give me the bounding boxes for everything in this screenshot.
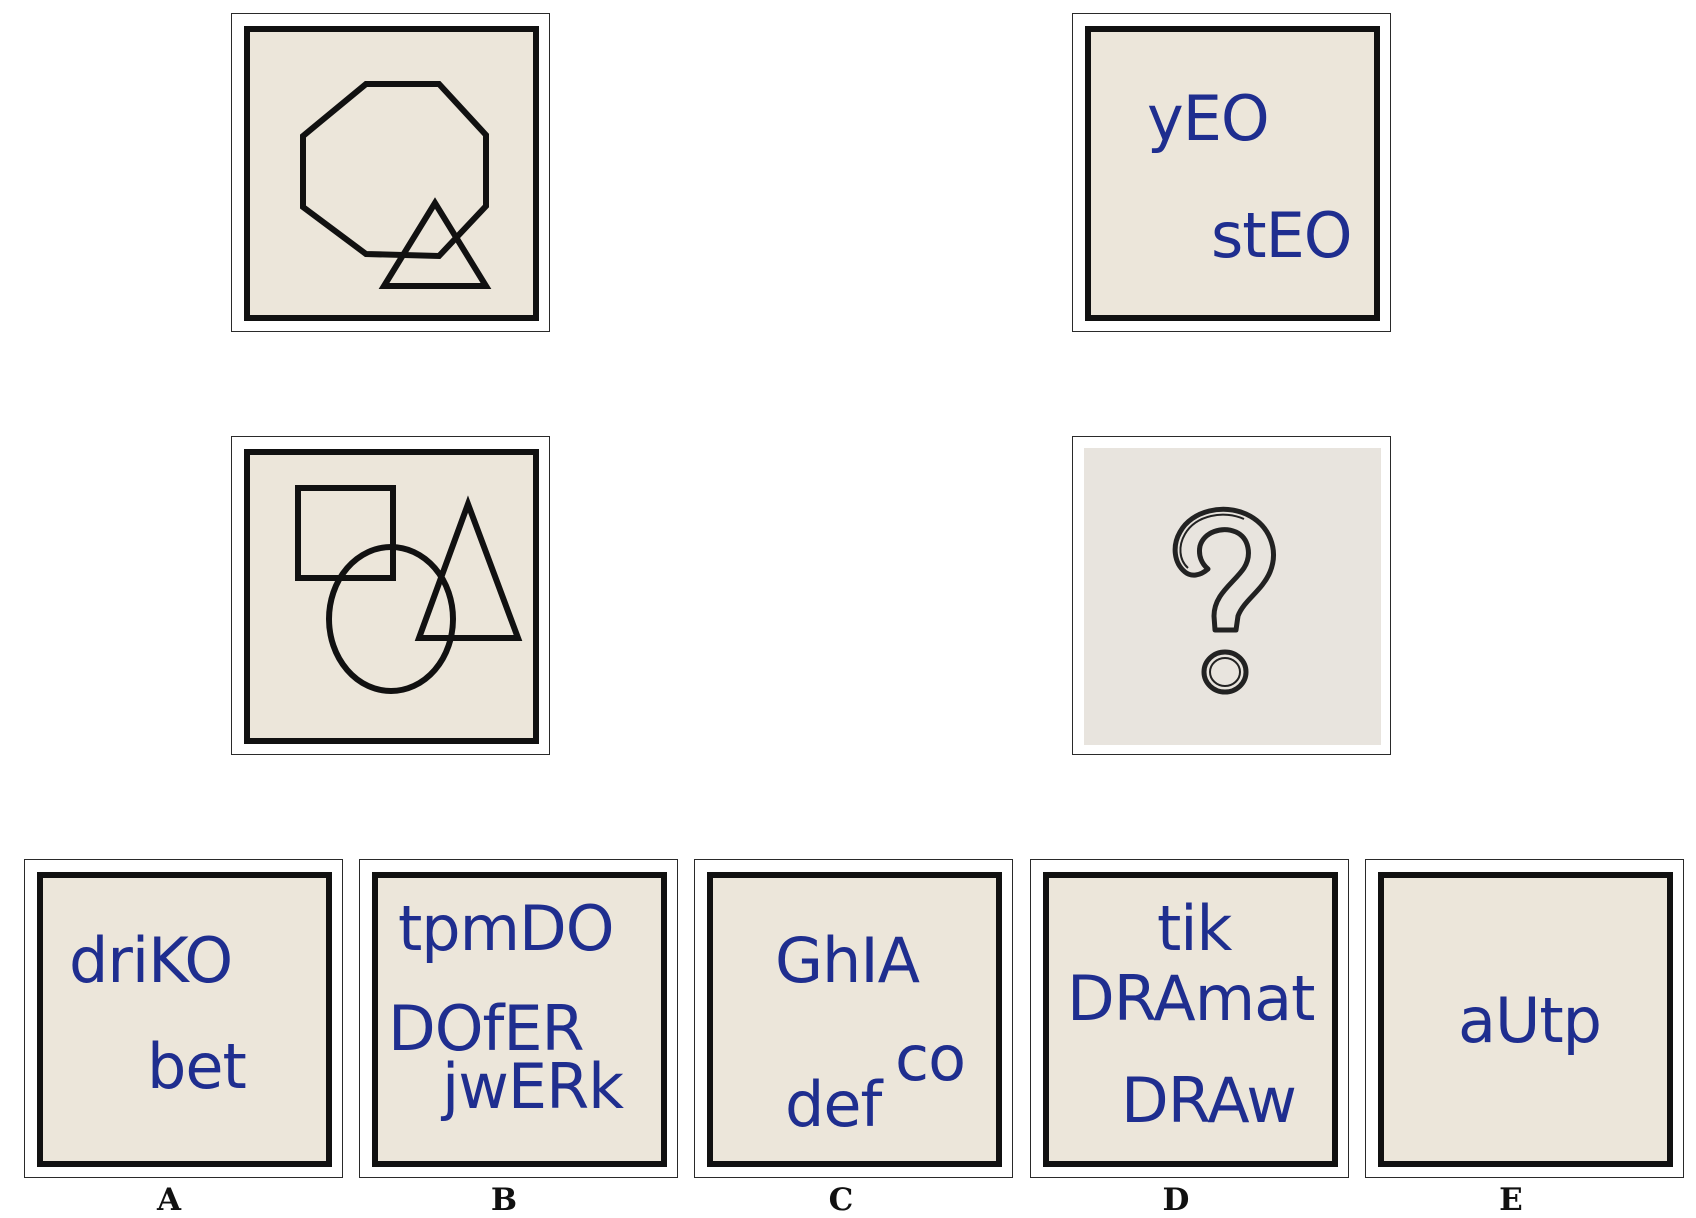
option-label-a: A [156, 1182, 182, 1218]
puzzle-panel [244, 449, 539, 744]
word: GhIA [775, 924, 920, 997]
word: jwERk [442, 1050, 624, 1123]
word: bet [147, 1030, 247, 1103]
word: tik [1157, 892, 1232, 965]
option-panel: aUtp [1378, 872, 1673, 1167]
triangle-icon [378, 197, 492, 289]
puzzle-panel [244, 26, 539, 321]
option-label-d: D [1162, 1182, 1190, 1218]
option-panel: GhIA co def [707, 872, 1002, 1167]
word: DRAmat [1067, 962, 1315, 1035]
word: stEO [1211, 199, 1353, 272]
missing-card [1072, 436, 1391, 755]
option-panel: tpmDO DOfER jwERk [372, 872, 667, 1167]
question-mark-icon [1172, 506, 1276, 695]
octagon-icon [300, 81, 489, 260]
circle-icon [326, 544, 456, 694]
option-card-e[interactable]: aUtp [1365, 859, 1684, 1178]
option-card-c[interactable]: GhIA co def [694, 859, 1013, 1178]
word: DOfER [388, 992, 585, 1065]
word: def [785, 1068, 882, 1141]
option-card-d[interactable]: tik DRAmat DRAw [1030, 859, 1349, 1178]
puzzle-panel: yEO stEO [1085, 26, 1380, 321]
option-panel: tik DRAmat DRAw [1043, 872, 1338, 1167]
option-label-b: B [490, 1182, 518, 1218]
shapes-figure [300, 81, 492, 289]
word: driKO [69, 924, 233, 997]
word: yEO [1147, 82, 1270, 155]
word: tpmDO [398, 892, 615, 965]
puzzle-card-shapes-1 [231, 13, 550, 332]
puzzle-card-words-1: yEO stEO [1072, 13, 1391, 332]
word: aUtp [1458, 984, 1602, 1057]
word: co [895, 1022, 966, 1095]
option-card-b[interactable]: tpmDO DOfER jwERk [359, 859, 678, 1178]
option-label-c: C [828, 1182, 854, 1218]
square-icon [295, 485, 396, 581]
option-label-e: E [1499, 1182, 1523, 1218]
option-panel: driKO bet [37, 872, 332, 1167]
option-card-a[interactable]: driKO bet [24, 859, 343, 1178]
word: DRAw [1121, 1064, 1297, 1137]
puzzle-card-shapes-2 [231, 436, 550, 755]
missing-panel [1084, 448, 1381, 745]
triangle-icon [414, 495, 523, 641]
shapes-figure [295, 485, 523, 694]
